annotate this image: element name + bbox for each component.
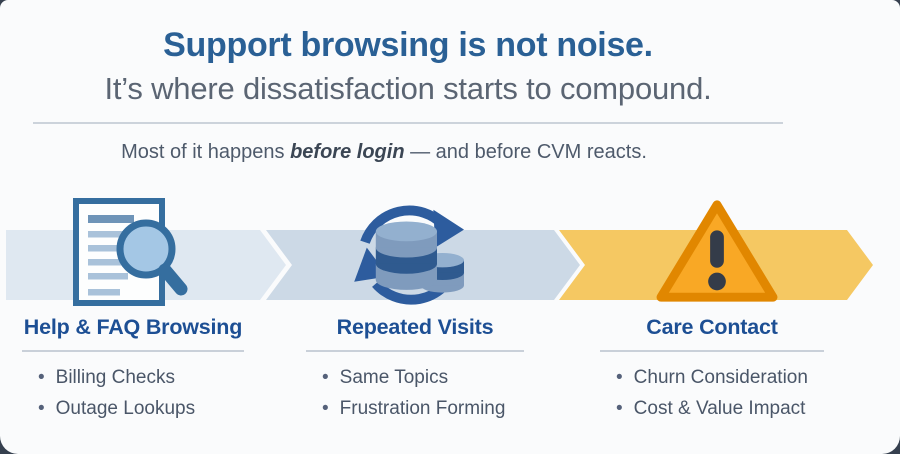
stage-title: Repeated Visits — [336, 315, 494, 339]
bullet-text: Outage Lookups — [55, 398, 196, 419]
page-title: Support browsing is not noise. — [163, 26, 653, 64]
tagline-suffix: — and before CVM reacts. — [404, 141, 647, 163]
bullet-text: Churn Consideration — [633, 367, 808, 388]
bullet-dot: • — [322, 367, 329, 388]
list-item: • Churn Consideration — [616, 367, 824, 389]
stage-bullet-list: • Churn Consideration • Cost & Value Impac… — [600, 367, 824, 420]
stage-underline — [306, 350, 524, 352]
list-item: • Billing Checks — [38, 367, 244, 389]
warning-triangle-icon — [653, 195, 781, 309]
bullet-dot: • — [38, 398, 45, 419]
bullet-dot: • — [616, 367, 623, 388]
bullet-dot: • — [38, 367, 45, 388]
bullet-text: Cost & Value Impact — [633, 398, 806, 419]
stage-column-help-faq: Help & FAQ Browsing • Billing Checks • Out… — [22, 313, 244, 429]
stage-bullet-list: • Same Topics • Frustration Forming — [306, 367, 524, 420]
header: Support browsing is not noise. It’s wher… — [0, 0, 816, 164]
stage-bullet-list: • Billing Checks • Outage Lookups — [22, 367, 244, 420]
tagline-emphasis: before login — [290, 141, 405, 163]
list-item: • Cost & Value Impact — [616, 398, 824, 420]
tagline-prefix: Most of it happens — [121, 141, 291, 163]
bullet-dot: • — [322, 398, 329, 419]
bullet-text: Billing Checks — [55, 367, 175, 388]
stage-underline — [600, 350, 824, 352]
list-item: • Frustration Forming — [322, 398, 524, 420]
stage-column-repeated-visits: Repeated Visits • Same Topics • Frustratio… — [306, 313, 524, 429]
stage-column-care-contact: Care Contact • Churn Consideration • Cost … — [600, 313, 824, 429]
stage-underline — [22, 350, 244, 352]
bullet-text: Frustration Forming — [339, 398, 506, 419]
list-item: • Outage Lookups — [38, 398, 244, 420]
document-search-icon — [64, 195, 192, 311]
repeat-database-icon — [347, 190, 473, 316]
header-divider — [33, 122, 783, 124]
stage-title: Help & FAQ Browsing — [23, 315, 243, 339]
page-subtitle: It’s where dissatisfaction starts to com… — [104, 71, 712, 106]
bullet-text: Same Topics — [339, 367, 449, 388]
stage-title: Care Contact — [646, 315, 778, 339]
list-item: • Same Topics — [322, 367, 524, 389]
bullet-dot: • — [616, 398, 623, 419]
tagline: Most of it happens before login — and be… — [0, 140, 768, 164]
